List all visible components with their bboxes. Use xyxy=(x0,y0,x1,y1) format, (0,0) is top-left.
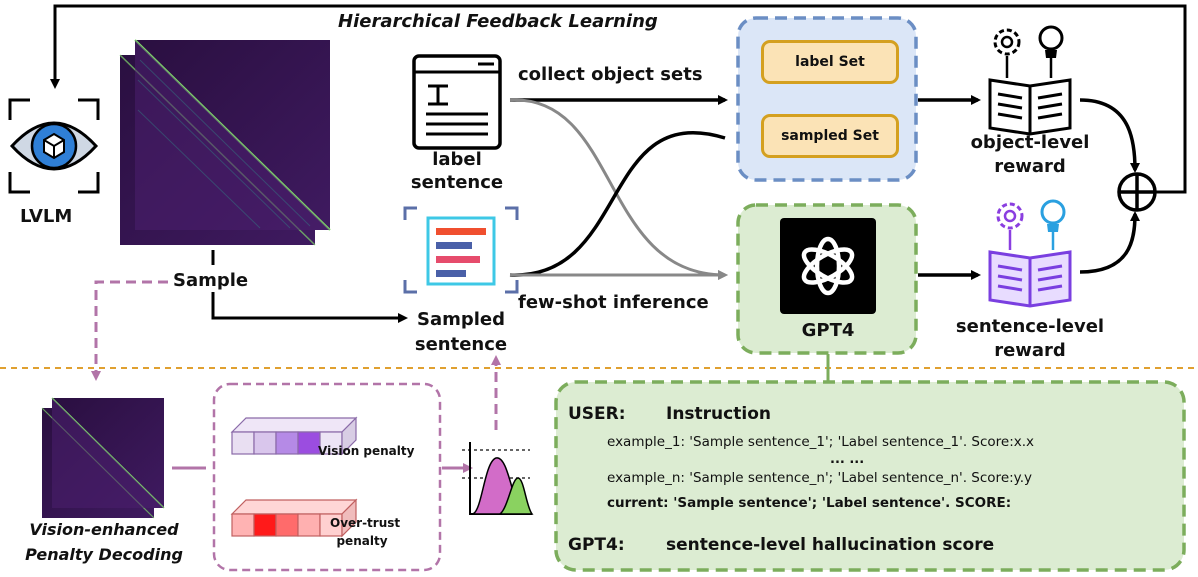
prompt-example-1: example_1: 'Sample sentence_1'; 'Label s… xyxy=(607,434,1035,450)
eye-icon xyxy=(8,98,100,194)
prompt-user-tag: USER: xyxy=(568,404,626,424)
vision-penalty-bar xyxy=(230,416,358,456)
object-level-reward-line1: object-level xyxy=(970,132,1090,153)
gear-icon xyxy=(996,202,1024,250)
few-shot-inference-label: few-shot inference xyxy=(518,292,709,313)
sentence-level-reward-line2: reward xyxy=(994,340,1066,361)
prompt-gpt4-tag: GPT4: xyxy=(568,535,625,555)
gpt4-label: GPT4 xyxy=(801,320,855,341)
open-book-icon xyxy=(988,78,1072,136)
prompt-instruction: Instruction xyxy=(666,404,771,424)
sample-label: Sample xyxy=(173,270,249,291)
lvlm-label: LVLM xyxy=(20,206,73,227)
sentence-list-icon xyxy=(403,206,519,294)
sampled-set-box: sampled Set xyxy=(761,114,899,158)
prompt-gpt4-answer: sentence-level hallucination score xyxy=(666,535,995,555)
attention-map-stack xyxy=(119,39,331,246)
prompt-current: current: 'Sample sentence'; 'Label sente… xyxy=(607,495,1012,511)
penalty-panel xyxy=(212,382,442,572)
label-sentence-line1: label xyxy=(432,149,482,170)
sampled-sentence-line1: Sampled xyxy=(416,309,505,330)
feedback-loop-arrow xyxy=(50,4,1187,194)
prompt-ellipsis: ... ... xyxy=(830,452,865,467)
sampled-to-sets-curve xyxy=(509,130,726,277)
label-to-gpt4-curve xyxy=(509,98,728,280)
attention-map-stack-small xyxy=(41,397,165,519)
lightbulb-icon xyxy=(1040,199,1066,250)
diagram-title: Hierarchical Feedback Learning xyxy=(338,11,658,32)
vision-penalty-label: Vision penalty xyxy=(318,444,415,458)
object-level-reward-line2: reward xyxy=(994,156,1066,177)
sampled-sentence-line2: sentence xyxy=(414,334,508,355)
sample-to-sampled-arrow xyxy=(211,292,408,323)
over-trust-penalty-line2: penalty xyxy=(336,534,388,548)
sentence-level-reward-line1: sentence-level xyxy=(955,316,1105,337)
over-trust-penalty-line1: Over-trust xyxy=(330,516,401,530)
prompt-example-n: example_n: 'Sample sentence_n'; 'Label s… xyxy=(607,470,1033,486)
lightbulb-icon xyxy=(1038,25,1064,78)
document-icon xyxy=(412,54,502,150)
label-set-box: label Set xyxy=(761,40,899,84)
cube-icon xyxy=(43,132,65,160)
openai-logo-icon xyxy=(780,218,876,314)
plus-circle-icon xyxy=(1117,172,1157,212)
vepd-label-line2: Penalty Decoding xyxy=(25,545,183,564)
open-book-icon xyxy=(988,250,1072,308)
vepd-label-line1: Vision-enhanced xyxy=(29,520,179,539)
distribution-plot-icon xyxy=(462,442,534,515)
prompt-panel xyxy=(554,380,1186,572)
overtrust-penalty-bar xyxy=(230,498,358,538)
label-sentence-line2: sentence xyxy=(410,172,504,193)
collect-object-sets-label: collect object sets xyxy=(518,64,703,85)
gear-icon xyxy=(993,28,1021,78)
